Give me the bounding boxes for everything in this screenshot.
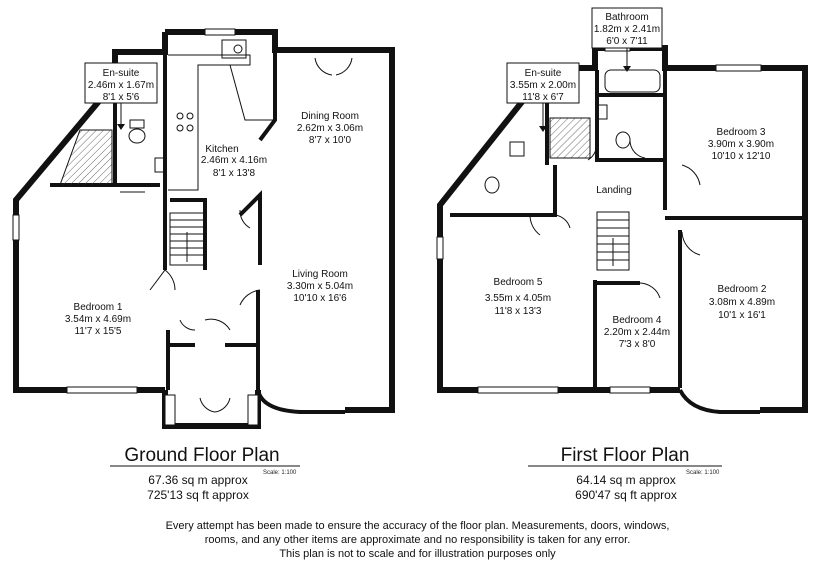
- ground-area-imperial: 725'13 sq ft approx: [147, 488, 249, 502]
- room-name: En-suite: [525, 68, 562, 79]
- room-size-metric: 2.46m x 1.67m: [88, 80, 154, 91]
- ground-ensuite-label: En-suite 2.46m x 1.67m 8'1 x 5'6: [84, 62, 158, 130]
- living-name: Living Room: [292, 269, 348, 280]
- first-shower-tray: [549, 117, 591, 159]
- disclaimer-line-3: This plan is not to scale and for illust…: [279, 548, 556, 560]
- living-size-imperial: 10'10 x 16'6: [293, 293, 347, 304]
- room-name: Bathroom: [605, 12, 648, 23]
- first-outer-walls: [437, 45, 808, 413]
- kitchen-units: [168, 39, 275, 191]
- living-bay-window: [256, 389, 345, 414]
- ground-floor-plan: [12, 28, 395, 429]
- bed5-size-metric: 3.55m x 4.05m: [485, 293, 551, 304]
- dining-size-imperial: 8'7 x 10'0: [309, 135, 352, 146]
- kitchen-size-imperial: 8'1 x 13'8: [213, 168, 256, 179]
- room-size-imperial: 8'1 x 5'6: [103, 92, 140, 103]
- bed3-name: Bedroom 3: [717, 127, 766, 138]
- room-size-metric: 1.82m x 2.41m: [594, 24, 660, 35]
- ground-inner-walls: [50, 50, 277, 390]
- bed2-size-metric: 3.08m x 4.89m: [709, 297, 775, 308]
- bed1-size-metric: 3.54m x 4.69m: [65, 314, 131, 325]
- ground-room-labels: Kitchen 2.46m x 4.16m 8'1 x 13'8 Dining …: [65, 111, 363, 337]
- room-size-imperial: 6'0 x 7'11: [606, 36, 648, 47]
- bed1-size-imperial: 11'7 x 15'5: [74, 326, 121, 337]
- living-size-metric: 3.30m x 5.04m: [287, 281, 353, 292]
- first-floor-plan: [436, 44, 808, 414]
- bed2-size-imperial: 10'1 x 16'1: [718, 310, 766, 321]
- bed4-name: Bedroom 4: [613, 315, 662, 326]
- room-size-imperial: 11'8 x 6'7: [522, 92, 564, 103]
- first-stairs: [596, 211, 630, 271]
- ground-title-block: Ground Floor Plan Scale: 1:100 67.36 sq …: [110, 445, 300, 502]
- disclaimer-line-2: rooms, and any other items are approxima…: [204, 534, 631, 546]
- ground-ensuite-fittings: [120, 119, 166, 193]
- bed5-size-imperial: 11'8 x 13'3: [494, 306, 541, 317]
- disclaimer-line-1: Every attempt has been made to ensure th…: [165, 520, 670, 532]
- first-door-swings: [529, 139, 701, 299]
- bedroom2-bay-window: [678, 389, 760, 414]
- first-bathroom-label: Bathroom 1.82m x 2.41m 6'0 x 7'11: [591, 7, 663, 72]
- kitchen-name: Kitchen: [205, 144, 238, 155]
- bed1-name: Bedroom 1: [74, 302, 123, 313]
- first-area-imperial: 690'47 sq ft approx: [575, 488, 677, 502]
- ground-title: Ground Floor Plan: [124, 445, 279, 466]
- bed4-size-imperial: 7'3 x 8'0: [619, 339, 656, 350]
- landing-name: Landing: [596, 185, 632, 196]
- room-name: En-suite: [103, 68, 140, 79]
- room-size-metric: 3.55m x 2.00m: [510, 80, 576, 91]
- dining-name: Dining Room: [301, 111, 359, 122]
- bed4-size-metric: 2.20m x 2.44m: [604, 327, 670, 338]
- first-bath-fittings: [484, 69, 661, 194]
- disclaimer: Every attempt has been made to ensure th…: [0, 519, 835, 561]
- kitchen-size-metric: 2.46m x 4.16m: [201, 155, 267, 166]
- ground-scale: Scale: 1:100: [263, 470, 297, 476]
- bed3-size-imperial: 10'10 x 12'10: [712, 151, 771, 162]
- first-title-block: First Floor Plan Scale: 1:100 64.14 sq m…: [528, 445, 722, 502]
- ground-windows: [12, 28, 259, 426]
- bed3-size-metric: 3.90m x 3.90m: [708, 139, 774, 150]
- ground-area-metric: 67.36 sq m approx: [148, 473, 247, 487]
- dining-size-metric: 2.62m x 3.06m: [297, 123, 363, 134]
- first-area-metric: 64.14 sq m approx: [576, 473, 675, 487]
- first-ensuite-label: En-suite 3.55m x 2.00m 11'8 x 6'7: [506, 62, 580, 132]
- first-scale: Scale: 1:100: [686, 470, 720, 476]
- first-room-labels: Bedroom 3 3.90m x 3.90m 10'10 x 12'10 La…: [485, 127, 775, 350]
- bed2-name: Bedroom 2: [718, 284, 767, 295]
- ground-door-swings: [149, 57, 353, 413]
- ground-shower-tray: [59, 129, 113, 186]
- first-title: First Floor Plan: [561, 445, 690, 466]
- ground-stairs: [169, 212, 205, 266]
- bed5-name: Bedroom 5: [494, 277, 543, 288]
